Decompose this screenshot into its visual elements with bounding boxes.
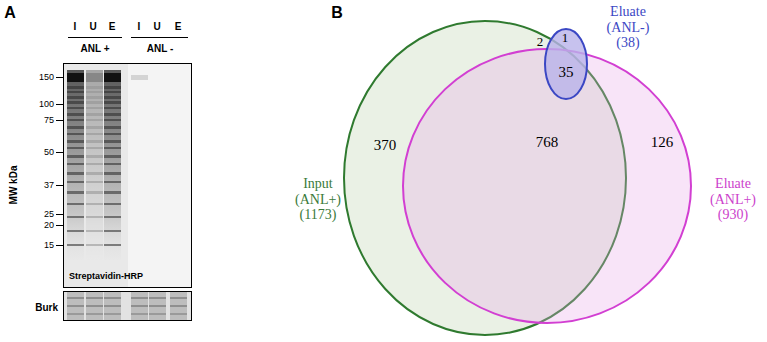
region-count: 126 [651, 134, 674, 151]
tick-label: 15 [44, 240, 54, 250]
set-outline [402, 48, 692, 324]
tick-label: 25 [44, 209, 54, 219]
region-count: 1 [562, 30, 569, 46]
region-count: 370 [374, 137, 397, 154]
probe-label: Streptavidin-HRP [69, 271, 143, 281]
region-count: 35 [559, 64, 574, 81]
panel-letter: B [331, 4, 343, 22]
blot-panel: Streptavidin-HRP [63, 63, 192, 288]
set-outline [545, 29, 587, 99]
tick-label: 75 [44, 115, 54, 125]
tick-label: 150 [39, 72, 54, 82]
condition-label: ANL - [147, 43, 173, 54]
tick-label: 20 [44, 220, 54, 230]
axis-title: MW kDa [8, 166, 19, 205]
lane-label: I [138, 21, 141, 32]
loading-panel: Burk [63, 291, 192, 321]
panel-letter: A [4, 4, 16, 22]
set-label: Input (ANL+) (1173) [295, 176, 341, 223]
set-label: Eluate (ANL+) (930) [710, 176, 756, 223]
condition-label: ANL + [81, 43, 110, 54]
region-count: 2 [537, 34, 544, 50]
tick-label: 100 [39, 99, 54, 109]
tick-label: 50 [44, 147, 54, 157]
lane-label: U [153, 21, 160, 32]
lane-label: U [89, 21, 96, 32]
venn-set: Eluate (ANL+) (930)126Eluate (ANL-) (38)… [402, 48, 692, 324]
lane-label: E [109, 21, 116, 32]
region-count: 768 [536, 134, 559, 151]
lane-label: E [175, 21, 182, 32]
loading-label: Burk [35, 302, 58, 313]
lane-label: I [74, 21, 77, 32]
set-label: Eluate (ANL-) (38) [607, 4, 650, 51]
set-outline [403, 49, 691, 323]
tick-label: 37 [44, 180, 54, 190]
